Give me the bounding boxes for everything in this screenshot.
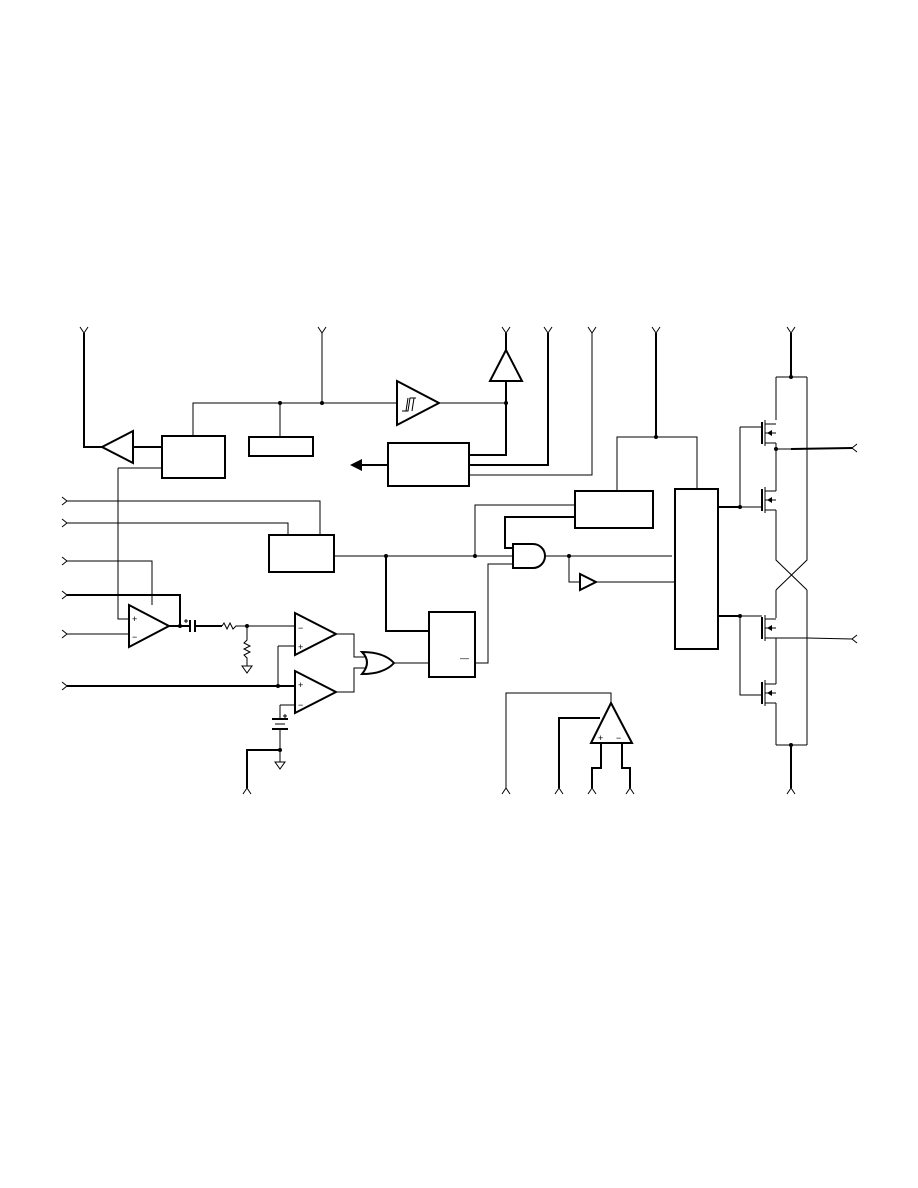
mosfet-lower-2 (761, 638, 777, 745)
or-gate (359, 650, 396, 676)
pin-bottom-3 (554, 787, 564, 795)
resistor (221, 621, 295, 631)
capacitor (184, 619, 222, 632)
comparator-lower (294, 669, 339, 715)
output-driver-block (387, 442, 470, 487)
current-sense-amp (589, 700, 634, 744)
pin-bottom-1 (242, 787, 252, 795)
pin-right-1 (851, 443, 858, 453)
pin-left-2 (61, 518, 68, 528)
and-gate (512, 543, 546, 569)
pin-left-4 (61, 590, 68, 600)
pin-top-2 (317, 326, 327, 334)
pin-top-5 (587, 326, 597, 334)
sense-amp-plus: + (598, 733, 603, 743)
input-opamp (128, 603, 172, 649)
supply-triangle (488, 347, 524, 382)
pin-left-3 (61, 556, 68, 566)
control-block-b (268, 534, 335, 573)
opamp-plus-label: + (132, 614, 137, 624)
output-buffer-triangle (99, 429, 134, 465)
comparator-lower-plus: + (298, 680, 303, 690)
latch-bar-label: — (460, 653, 469, 663)
pin-left-5 (61, 629, 68, 639)
mosfet-upper-2 (761, 449, 777, 513)
pin-left-6 (61, 681, 68, 691)
comparator-upper-minus: − (298, 623, 303, 633)
comparator-upper-plus: + (298, 642, 303, 652)
ground-icon (241, 665, 253, 674)
pin-top-1 (79, 326, 89, 334)
pin-bottom-2 (501, 787, 511, 795)
latch-block (428, 611, 476, 678)
pin-bottom-5 (625, 787, 635, 795)
gate-driver-block (674, 488, 719, 650)
comparator-lower-minus: − (298, 700, 303, 710)
top-pins (79, 326, 796, 334)
arrow-left-icon (350, 459, 362, 471)
bottom-pins (242, 787, 796, 795)
inverter-buffer (579, 572, 599, 592)
ground-icon-2 (274, 761, 286, 770)
mosfet-lower-1 (761, 615, 807, 641)
mosfet-upper-1 (761, 420, 807, 450)
pin-right-2 (851, 634, 858, 644)
bridge-cross (775, 510, 808, 591)
resistor-vertical (242, 626, 252, 666)
left-pins (61, 496, 68, 691)
control-block-a (161, 435, 226, 479)
sense-amp-minus: − (616, 733, 621, 743)
schmitt-trigger (396, 379, 442, 427)
pin-bottom-6 (786, 787, 796, 795)
pin-top-4 (543, 326, 553, 334)
pin-top-7 (786, 326, 796, 334)
comparator-upper (294, 611, 339, 657)
pin-left-1 (61, 496, 68, 506)
pin-top-6 (651, 326, 661, 334)
control-block-c (574, 490, 654, 529)
right-pins (851, 443, 858, 644)
pin-bottom-4 (587, 787, 597, 795)
reference-block (248, 436, 314, 457)
pin-top-3 (501, 326, 511, 334)
opamp-minus-label: − (132, 632, 137, 642)
hysteresis-icon (402, 397, 416, 412)
battery (272, 705, 288, 762)
